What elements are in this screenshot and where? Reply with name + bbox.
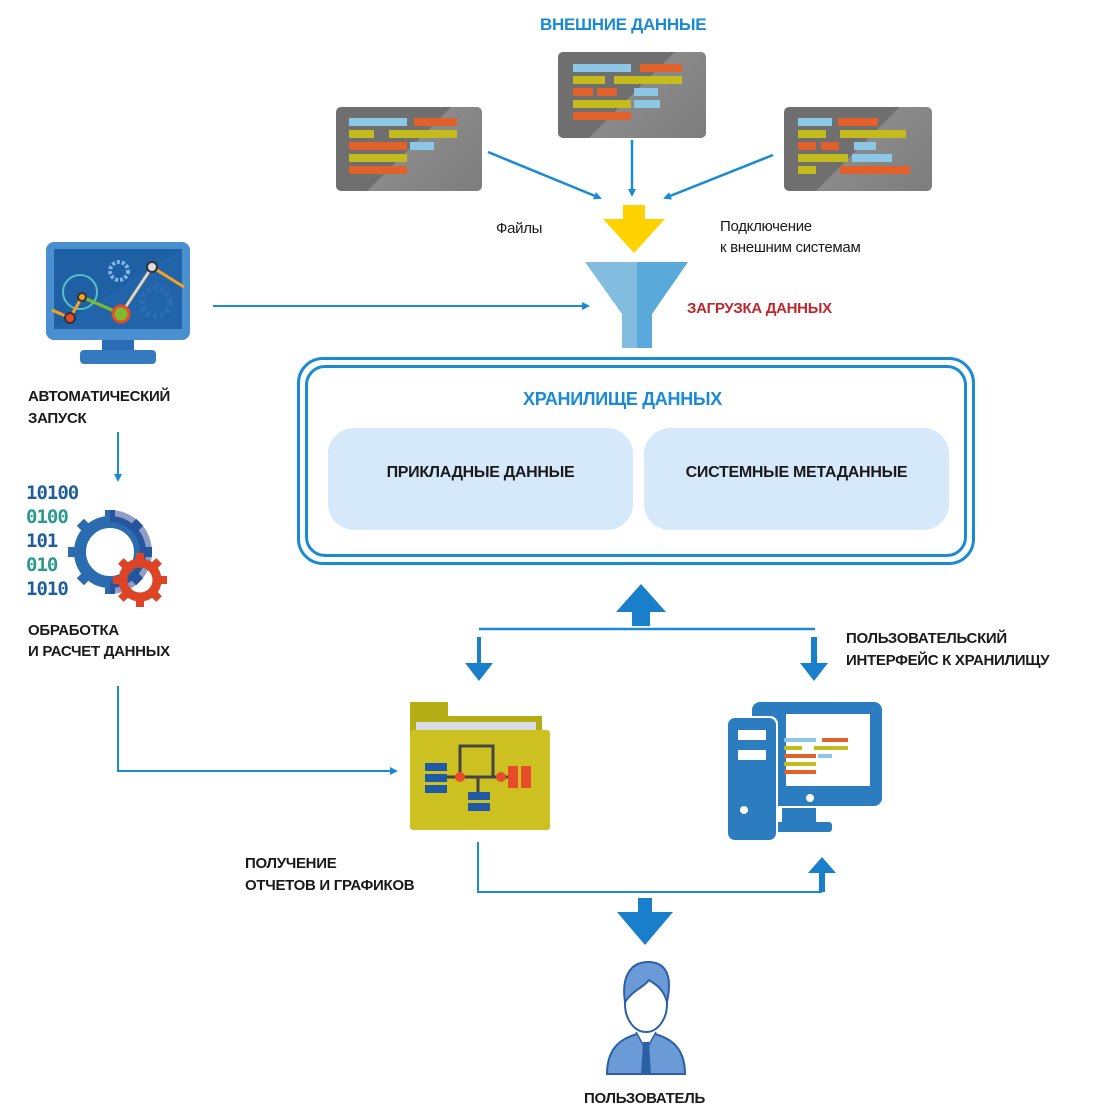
reports-label-line1: ПОЛУЧЕНИЕ (245, 855, 337, 872)
arrow-processing-to-reports (117, 686, 398, 775)
auto-launch-label-line2: ЗАПУСК (28, 410, 87, 427)
reports-label-line2: ОТЧЕТОВ И ГРАФИКОВ (245, 877, 415, 894)
auto-launch-label-line1: АВТОМАТИЧЕСКИЙ (28, 388, 170, 405)
files-label: Файлы (496, 220, 543, 237)
applied-data-section: ПРИКЛАДНЫЕ ДАННЫЕ (328, 428, 633, 530)
processing-label-line2: И РАСЧЕТ ДАННЫХ (28, 643, 170, 660)
arrow-down-to-reports (465, 637, 493, 681)
reports-folder-icon (410, 702, 550, 830)
gears-icon (68, 510, 167, 607)
binary-line: 0100 (26, 506, 69, 528)
data-loading-label: ЗАГРУЗКА ДАННЫХ (687, 300, 832, 317)
monitor-automation-icon (46, 242, 190, 364)
external-source-center (558, 52, 706, 138)
data-warehouse (305, 365, 967, 557)
data-warehouse-outer-border (297, 357, 975, 565)
processing-label-line1: ОБРАБОТКА (28, 622, 119, 639)
binary-code-block: 10100 0100 101 010 1010 (26, 481, 79, 601)
arrow-down-to-interface (800, 637, 828, 681)
arrow-left-source (487, 150, 602, 200)
user-interface-label-line2: ИНТЕРФЕЙС К ХРАНИЛИЩУ (846, 652, 1050, 669)
yellow-down-arrow-icon (603, 205, 665, 253)
arrow-down-to-user (617, 898, 673, 945)
external-source-left (336, 107, 482, 191)
line-reports-to-interface (477, 842, 822, 893)
binary-line: 010 (26, 554, 58, 576)
user-interface-label-line1: ПОЛЬЗОВАТЕЛЬСКИЙ (846, 630, 1007, 647)
external-data-title: ВНЕШНИЕ ДАННЫЕ (540, 15, 707, 34)
external-source-right (784, 107, 932, 191)
arrow-up-to-warehouse (616, 584, 666, 626)
arrow-up-to-interface (808, 857, 836, 892)
binary-line: 10100 (26, 482, 79, 504)
applied-data-label: ПРИКЛАДНЫЕ ДАННЫЕ (386, 464, 575, 481)
connection-label-line1: Подключение (720, 218, 812, 235)
system-metadata-section: СИСТЕМНЫЕ МЕТАДАННЫЕ (644, 428, 949, 530)
connection-label-line2: к внешним системам (720, 239, 861, 256)
binary-line: 1010 (26, 578, 69, 600)
arrow-right-source (663, 153, 774, 200)
user-label: ПОЛЬЗОВАТЕЛЬ (584, 1090, 705, 1107)
user-avatar-icon (605, 960, 687, 1075)
funnel-icon (585, 262, 688, 348)
binary-line: 101 (26, 530, 58, 552)
system-metadata-label: СИСТЕМНЫЕ МЕТАДАННЫЕ (685, 464, 908, 481)
desktop-computer-icon (726, 702, 882, 842)
data-warehouse-title: ХРАНИЛИЩЕ ДАННЫХ (523, 389, 722, 409)
